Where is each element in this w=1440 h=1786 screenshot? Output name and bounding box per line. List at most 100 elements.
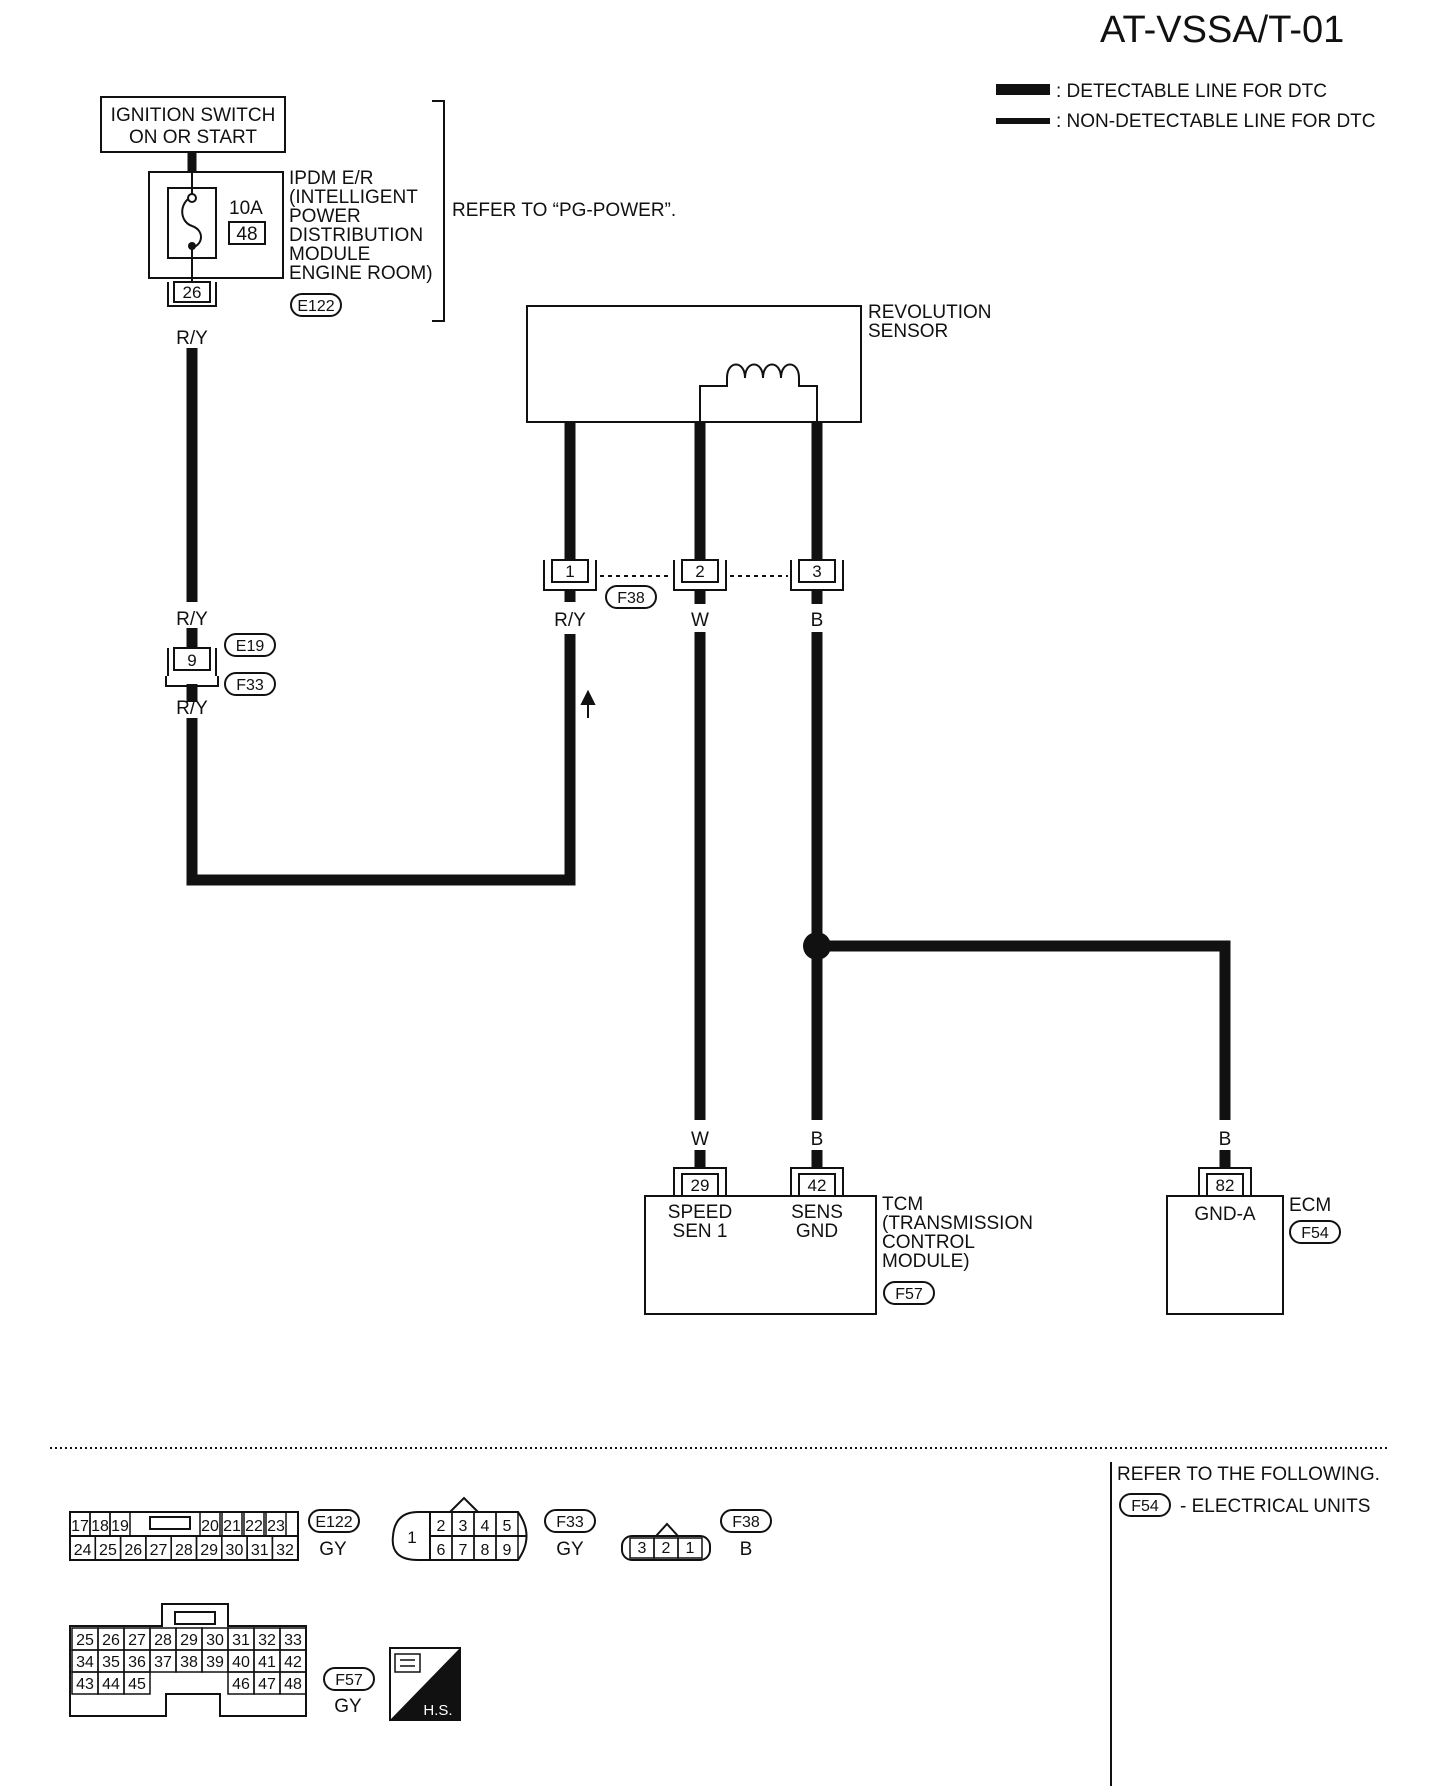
arrow-up-icon <box>580 689 596 718</box>
e122-pin-31: 31 <box>251 1542 269 1559</box>
tcm-line3: CONTROL <box>882 1232 975 1253</box>
e122-pin-23: 23 <box>267 1518 285 1535</box>
e122-pin-32-cell <box>271 1535 299 1561</box>
f33-pin-8: 8 <box>481 1542 490 1559</box>
revolution-sensor: REVOLUTION SENSOR <box>526 302 992 423</box>
ignition-switch-box: IGNITION SWITCH ON OR START <box>100 96 286 153</box>
ipdm-module: 10A 48 IPDM E/R (INTELLIGENT POWER DISTR… <box>148 158 433 317</box>
connector-code-f57-face <box>323 1667 375 1691</box>
fuse-number: 48 <box>236 224 257 245</box>
fuse-rating: 10A <box>229 198 263 219</box>
wire-color-w-1: W <box>691 610 709 631</box>
svg-text:F54: F54 <box>1131 1498 1159 1515</box>
tcm-pin-42: 42 <box>808 1176 827 1195</box>
ecm-label: ECM <box>1289 1195 1331 1216</box>
wire-b-to-ecm <box>817 940 1231 1120</box>
svg-text:F54: F54 <box>1301 1225 1329 1242</box>
f33-pin-6: 6 <box>437 1542 446 1559</box>
connector-code-f54-ref <box>1119 1493 1171 1517</box>
f57-pin-27: 27 <box>128 1632 146 1649</box>
f57-pin-39: 39 <box>206 1654 224 1671</box>
wire-color-w-2: W <box>691 1129 709 1150</box>
detectable-line-swatch <box>996 84 1050 95</box>
refer-following-text: - ELECTRICAL UNITS <box>1180 1496 1370 1517</box>
ipdm-line4: DISTRIBUTION <box>289 225 423 246</box>
refer-pg-power: REFER TO “PG-POWER”. <box>452 200 676 221</box>
e122-pin-22: 22 <box>245 1518 263 1535</box>
wire-color-ry-4: R/Y <box>554 610 586 631</box>
e122-pin-27: 27 <box>150 1542 168 1559</box>
tcm-term2-line1: SENS <box>791 1202 843 1223</box>
f57-pin-41: 41 <box>258 1654 276 1671</box>
connector-code-f57 <box>883 1281 935 1305</box>
connector-f38-inline: 1 2 3 F38 <box>543 559 844 609</box>
svg-text:F57: F57 <box>335 1672 363 1689</box>
revolution-sensor-line2: SENSOR <box>868 321 948 342</box>
wire-color-ry-1: R/Y <box>176 328 208 349</box>
e122-pin-25: 25 <box>99 1542 117 1559</box>
ecm-module: 82 GND-A ECM F54 <box>1166 1167 1341 1315</box>
f57-pin-26: 26 <box>102 1632 120 1649</box>
connector-code-e122 <box>290 293 342 317</box>
tcm-line2: (TRANSMISSION <box>882 1213 1033 1234</box>
coil-icon <box>726 363 800 379</box>
ipdm-line2: (INTELLIGENT <box>289 187 418 208</box>
non-detectable-line-swatch <box>996 118 1050 124</box>
harness-side-symbol: H.S. <box>389 1647 461 1721</box>
legend-non-detectable: : NON-DETECTABLE LINE FOR DTC <box>1056 111 1376 132</box>
ipdm-connector-pin: 26 <box>183 283 202 302</box>
tcm-line4: MODULE) <box>882 1251 970 1272</box>
f57-pin-46: 46 <box>232 1676 250 1693</box>
wire-color-b-1: B <box>811 610 824 631</box>
connector-code-e122-face <box>308 1509 360 1533</box>
f33-pin-4: 4 <box>481 1518 490 1535</box>
legend-detectable: : DETECTABLE LINE FOR DTC <box>1056 81 1327 102</box>
f57-pin-30: 30 <box>206 1632 224 1649</box>
f57-pin-44: 44 <box>102 1676 120 1693</box>
e122-pin-30: 30 <box>226 1542 244 1559</box>
f33-pin-9: 9 <box>503 1542 512 1559</box>
harness-icon <box>394 1653 421 1673</box>
page-title: AT-VSSA/T-01 <box>1100 9 1344 51</box>
f57-pin-32: 32 <box>258 1632 276 1649</box>
fuse-icon <box>181 158 202 282</box>
f57-pin-29: 29 <box>180 1632 198 1649</box>
f57-pin-25: 25 <box>76 1632 94 1649</box>
wire-ry-left <box>186 152 576 886</box>
ignition-line2: ON OR START <box>129 127 257 148</box>
refer-following-panel: REFER TO THE FOLLOWING. F54 - ELECTRICAL… <box>1117 1464 1380 1517</box>
f38-pin-3: 3 <box>638 1540 647 1557</box>
e122-pin-19: 19 <box>111 1518 129 1535</box>
f57-color: GY <box>334 1696 362 1717</box>
tcm-term2-line2: GND <box>796 1221 838 1242</box>
f38-pin-1-cell <box>677 1537 703 1559</box>
ipdm-line6: ENGINE ROOM) <box>289 263 433 284</box>
wire-color-b-3: B <box>1219 1129 1232 1150</box>
wire-color-b-2: B <box>811 1129 824 1150</box>
svg-text:E122: E122 <box>297 298 334 315</box>
tcm-pin-29: 29 <box>691 1176 710 1195</box>
f57-pin-33: 33 <box>284 1632 302 1649</box>
tcm-line1: TCM <box>882 1194 923 1215</box>
ecm-pin-82: 82 <box>1216 1176 1235 1195</box>
wire-color-ry-2: R/Y <box>176 609 208 630</box>
tcm-module: 29 42 SPEED SEN 1 SENS GND TCM (TRANSMIS… <box>644 1167 1033 1315</box>
f33-pin-5: 5 <box>503 1518 512 1535</box>
ignition-line1: IGNITION SWITCH <box>111 105 276 126</box>
connector-code-f54 <box>1289 1220 1341 1244</box>
f57-pin-48-cell <box>279 1671 307 1695</box>
f38-pin-1: 1 <box>686 1540 695 1557</box>
f33-pin-7: 7 <box>459 1542 468 1559</box>
f57-pin-45: 45 <box>128 1676 146 1693</box>
f57-pin-38: 38 <box>180 1654 198 1671</box>
f33-pin-3: 3 <box>459 1518 468 1535</box>
connector-code-e19 <box>224 633 276 657</box>
e122-pin-18: 18 <box>91 1518 109 1535</box>
sensor-pin-1: 1 <box>565 562 574 581</box>
f57-pin-28: 28 <box>154 1632 172 1649</box>
